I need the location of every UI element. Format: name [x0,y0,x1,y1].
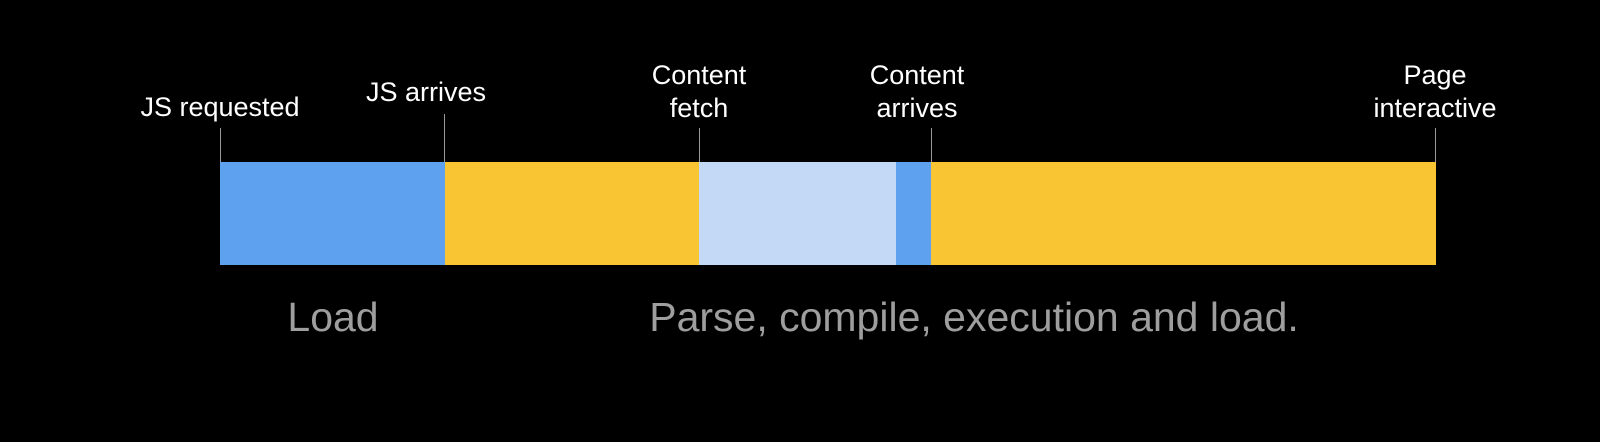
phase-label-execute: Parse, compile, execution and load. [649,294,1299,340]
tick-js-arrives [444,114,445,162]
milestone-label-line: Content [869,60,965,90]
milestone-label-line: JS requested [140,92,300,122]
tick-content-arrives [931,128,932,162]
segment-content-fetch [699,162,896,265]
milestone-content-arrives: Content arrives [870,59,965,125]
milestone-label-line: arrives [876,93,958,123]
tick-page-interactive [1435,128,1436,162]
milestone-label-line: Page [1403,60,1467,90]
segment-content-execute [931,162,1436,265]
phase-label-load: Load [287,294,379,340]
milestone-label-line: JS arrives [365,77,487,107]
milestone-label-line: fetch [669,93,729,123]
tick-js-requested [220,128,221,162]
segment-content-load [896,162,931,265]
milestone-js-arrives: JS arrives [366,76,486,109]
milestone-js-requested: JS requested [140,91,299,124]
milestone-label-line: interactive [1373,93,1497,123]
segment-js-execute [445,162,699,265]
tick-content-fetch [699,128,700,162]
milestone-label-line: Content [651,60,747,90]
segment-js-load [220,162,445,265]
milestone-content-fetch: Content fetch [652,59,747,125]
milestone-page-interactive: Page interactive [1373,59,1496,125]
